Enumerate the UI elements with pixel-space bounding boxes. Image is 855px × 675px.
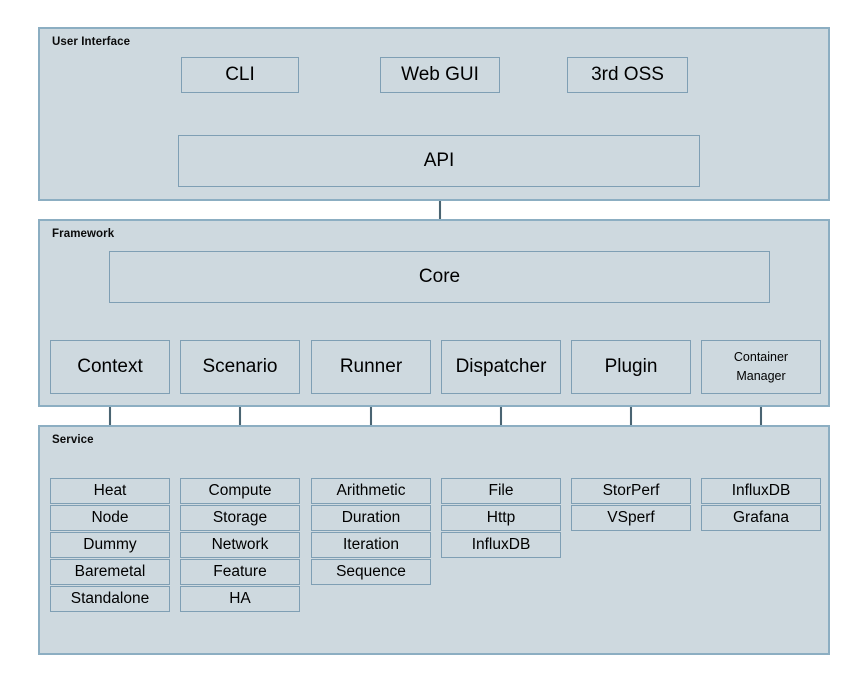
scenario-services-item[interactable]: Compute [180, 478, 300, 504]
panel-service-title: Service [52, 434, 94, 446]
context-services-item[interactable]: Baremetal [50, 559, 170, 585]
box-cli[interactable]: CLI [181, 57, 299, 93]
container-manager-services-item[interactable]: InfluxDB [701, 478, 821, 504]
runner-services-item[interactable]: Iteration [311, 532, 431, 558]
panel-user-interface-title: User Interface [52, 36, 131, 48]
scenario-services-item[interactable]: Storage [180, 505, 300, 531]
plugin-services-item[interactable]: StorPerf [571, 478, 691, 504]
panel-service [38, 425, 830, 655]
plugin-services-item[interactable]: VSperf [571, 505, 691, 531]
dispatcher-services-item[interactable]: InfluxDB [441, 532, 561, 558]
runner-services-item[interactable]: Duration [311, 505, 431, 531]
box-dispatcher[interactable]: Dispatcher [441, 340, 561, 394]
box-container-manager-line2: Manager [736, 369, 786, 383]
runner-services-item[interactable]: Sequence [311, 559, 431, 585]
scenario-services-item[interactable]: HA [180, 586, 300, 612]
dispatcher-services-item[interactable]: Http [441, 505, 561, 531]
box-context[interactable]: Context [50, 340, 170, 394]
runner-services-item[interactable]: Arithmetic [311, 478, 431, 504]
box-core[interactable]: Core [109, 251, 770, 303]
context-services-item[interactable]: Dummy [50, 532, 170, 558]
box-web-gui[interactable]: Web GUI [380, 57, 500, 93]
context-services-item[interactable]: Standalone [50, 586, 170, 612]
box-3rd-oss[interactable]: 3rd OSS [567, 57, 688, 93]
context-services-item[interactable]: Heat [50, 478, 170, 504]
dispatcher-services-item[interactable]: File [441, 478, 561, 504]
box-scenario[interactable]: Scenario [180, 340, 300, 394]
panel-framework [38, 219, 830, 407]
box-runner[interactable]: Runner [311, 340, 431, 394]
box-api[interactable]: API [178, 135, 700, 187]
box-container-manager[interactable]: Container Manager [701, 340, 821, 394]
box-plugin[interactable]: Plugin [571, 340, 691, 394]
container-manager-services-item[interactable]: Grafana [701, 505, 821, 531]
panel-framework-title: Framework [52, 228, 115, 240]
context-services-item[interactable]: Node [50, 505, 170, 531]
scenario-services-item[interactable]: Network [180, 532, 300, 558]
box-container-manager-line1: Container [733, 349, 789, 364]
scenario-services-item[interactable]: Feature [180, 559, 300, 585]
